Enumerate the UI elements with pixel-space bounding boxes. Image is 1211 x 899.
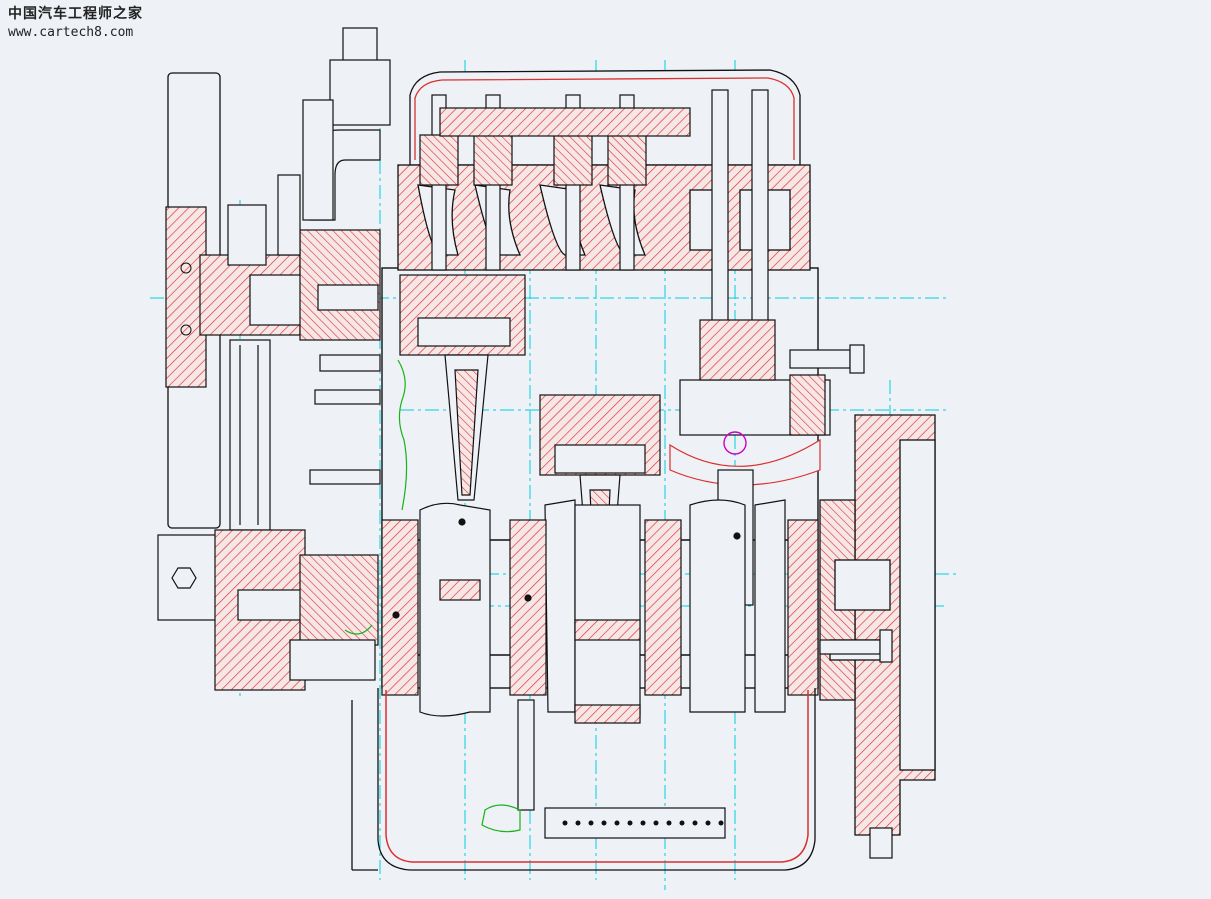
seal-lines xyxy=(344,359,408,635)
cylinder-head xyxy=(397,164,811,271)
block-bolts xyxy=(309,344,893,859)
valve-4 xyxy=(607,94,647,271)
piston-cylinder-1 xyxy=(399,274,526,501)
water-pump-pulley xyxy=(199,204,381,531)
watermark: 中国汽车工程师之家 www.cartech8.com xyxy=(8,6,143,41)
oil-pan xyxy=(351,688,816,871)
oil-pickup-strainer xyxy=(481,699,726,839)
thermostat-housing xyxy=(277,27,391,256)
crank-pulley xyxy=(157,529,379,691)
valve-train xyxy=(419,89,769,401)
valve-3 xyxy=(553,94,593,271)
watermark-url: www.cartech8.com xyxy=(8,25,134,41)
cooling-fan xyxy=(165,72,221,529)
fan-hub xyxy=(165,206,207,388)
crankshaft xyxy=(381,499,819,724)
flywheel xyxy=(819,414,936,836)
watermark-title: 中国汽车工程师之家 xyxy=(8,6,143,22)
valve-2 xyxy=(473,94,513,271)
camshaft-circle xyxy=(723,431,747,455)
valve-1 xyxy=(419,94,459,271)
